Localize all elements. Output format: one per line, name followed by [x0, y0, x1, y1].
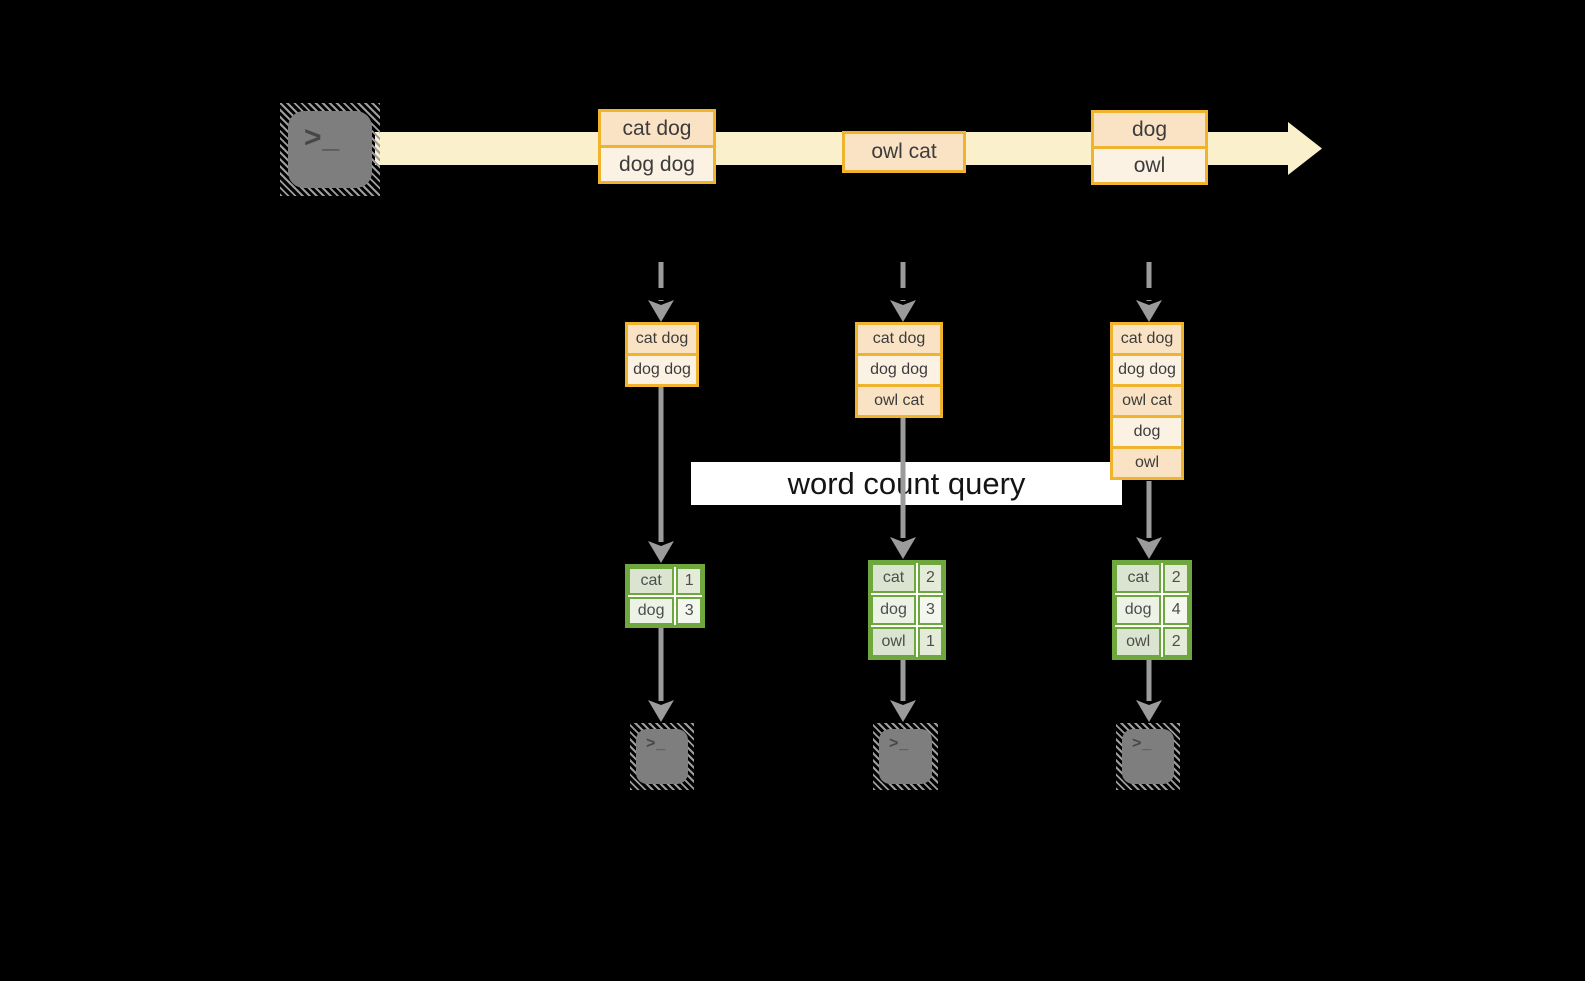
query-label: word count query — [787, 465, 1026, 501]
result-word: cat — [628, 567, 675, 595]
window-buffer-3: cat dog dog dog owl cat dog owl — [1110, 322, 1184, 480]
terminal-prompt-icon: >_ — [304, 121, 341, 154]
result-count: 3 — [918, 595, 943, 625]
window-ingest-arrows — [648, 262, 1162, 322]
event-line: dog dog — [598, 145, 716, 184]
window-item: owl cat — [855, 384, 943, 418]
result-word: dog — [1115, 595, 1162, 625]
event-line: dog — [1091, 110, 1208, 149]
result-word: owl — [1115, 627, 1162, 657]
terminal-icon: >_ — [630, 723, 694, 790]
result-word: owl — [871, 627, 916, 657]
window-item: dog dog — [1110, 353, 1184, 387]
terminal-screen: >_ — [636, 729, 688, 784]
query-arrows — [648, 386, 1162, 563]
terminal-screen: >_ — [879, 729, 932, 784]
result-count: 1 — [676, 567, 702, 595]
stream-event-box-3: dog owl — [1091, 110, 1208, 185]
result-count: 2 — [918, 563, 943, 593]
terminal-screen: >_ — [1122, 729, 1174, 784]
window-item: dog dog — [855, 353, 943, 387]
event-line: cat dog — [598, 109, 716, 148]
window-item: cat dog — [855, 322, 943, 356]
window-item: cat dog — [1110, 322, 1184, 356]
result-count: 4 — [1163, 595, 1189, 625]
terminal-icon: >_ — [280, 103, 380, 196]
event-line: owl cat — [842, 131, 966, 173]
terminal-icon: >_ — [1116, 723, 1180, 790]
result-count: 2 — [1163, 563, 1189, 593]
result-table-1: cat 1 dog 3 — [625, 564, 705, 628]
window-item: dog — [1110, 415, 1184, 449]
window-item: owl — [1110, 446, 1184, 480]
stream-event-box-2: owl cat — [842, 131, 966, 173]
query-label-banner: word count query — [691, 462, 1122, 505]
terminal-prompt-icon: >_ — [646, 735, 667, 752]
result-word: dog — [628, 597, 675, 625]
stream-event-box-1: cat dog dog dog — [598, 109, 716, 184]
result-count: 2 — [1163, 627, 1189, 657]
result-table-2: cat 2 dog 3 owl 1 — [868, 560, 946, 660]
event-line: owl — [1091, 146, 1208, 185]
result-table-3: cat 2 dog 4 owl 2 — [1112, 560, 1192, 660]
terminal-prompt-icon: >_ — [1132, 735, 1153, 752]
terminal-icon: >_ — [873, 723, 938, 790]
window-item: owl cat — [1110, 384, 1184, 418]
terminal-prompt-icon: >_ — [889, 735, 910, 752]
result-word: dog — [871, 595, 916, 625]
window-buffer-2: cat dog dog dog owl cat — [855, 322, 943, 418]
window-buffer-1: cat dog dog dog — [625, 322, 699, 387]
window-item: cat dog — [625, 322, 699, 356]
result-word: cat — [871, 563, 916, 593]
sink-arrows — [648, 625, 1162, 722]
result-word: cat — [1115, 563, 1162, 593]
terminal-screen: >_ — [288, 111, 372, 188]
result-count: 1 — [918, 627, 943, 657]
window-item: dog dog — [625, 353, 699, 387]
result-count: 3 — [676, 597, 702, 625]
